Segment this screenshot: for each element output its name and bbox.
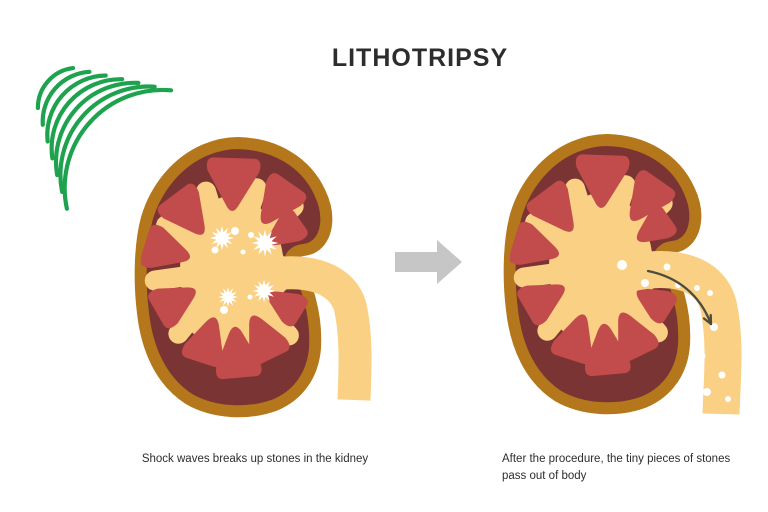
renal-pyramids (140, 157, 308, 380)
flow-down-arrow-icon (646, 269, 713, 326)
stone-starburst-icon (210, 226, 279, 314)
right-arrow-icon (395, 240, 462, 284)
ureter-before (258, 256, 372, 401)
caption-before: Shock waves breaks up stones in the kidn… (141, 453, 369, 465)
caption-after: After the procedure, the tiny pieces of … (502, 453, 731, 483)
page-title: LITHOTRIPSY (331, 44, 509, 72)
kidney-before (134, 137, 372, 418)
stone-fragments-icon (617, 260, 731, 402)
shock-waves-icon (35, 66, 174, 211)
kidney-after (503, 134, 742, 415)
renal-pyramids (509, 154, 677, 377)
